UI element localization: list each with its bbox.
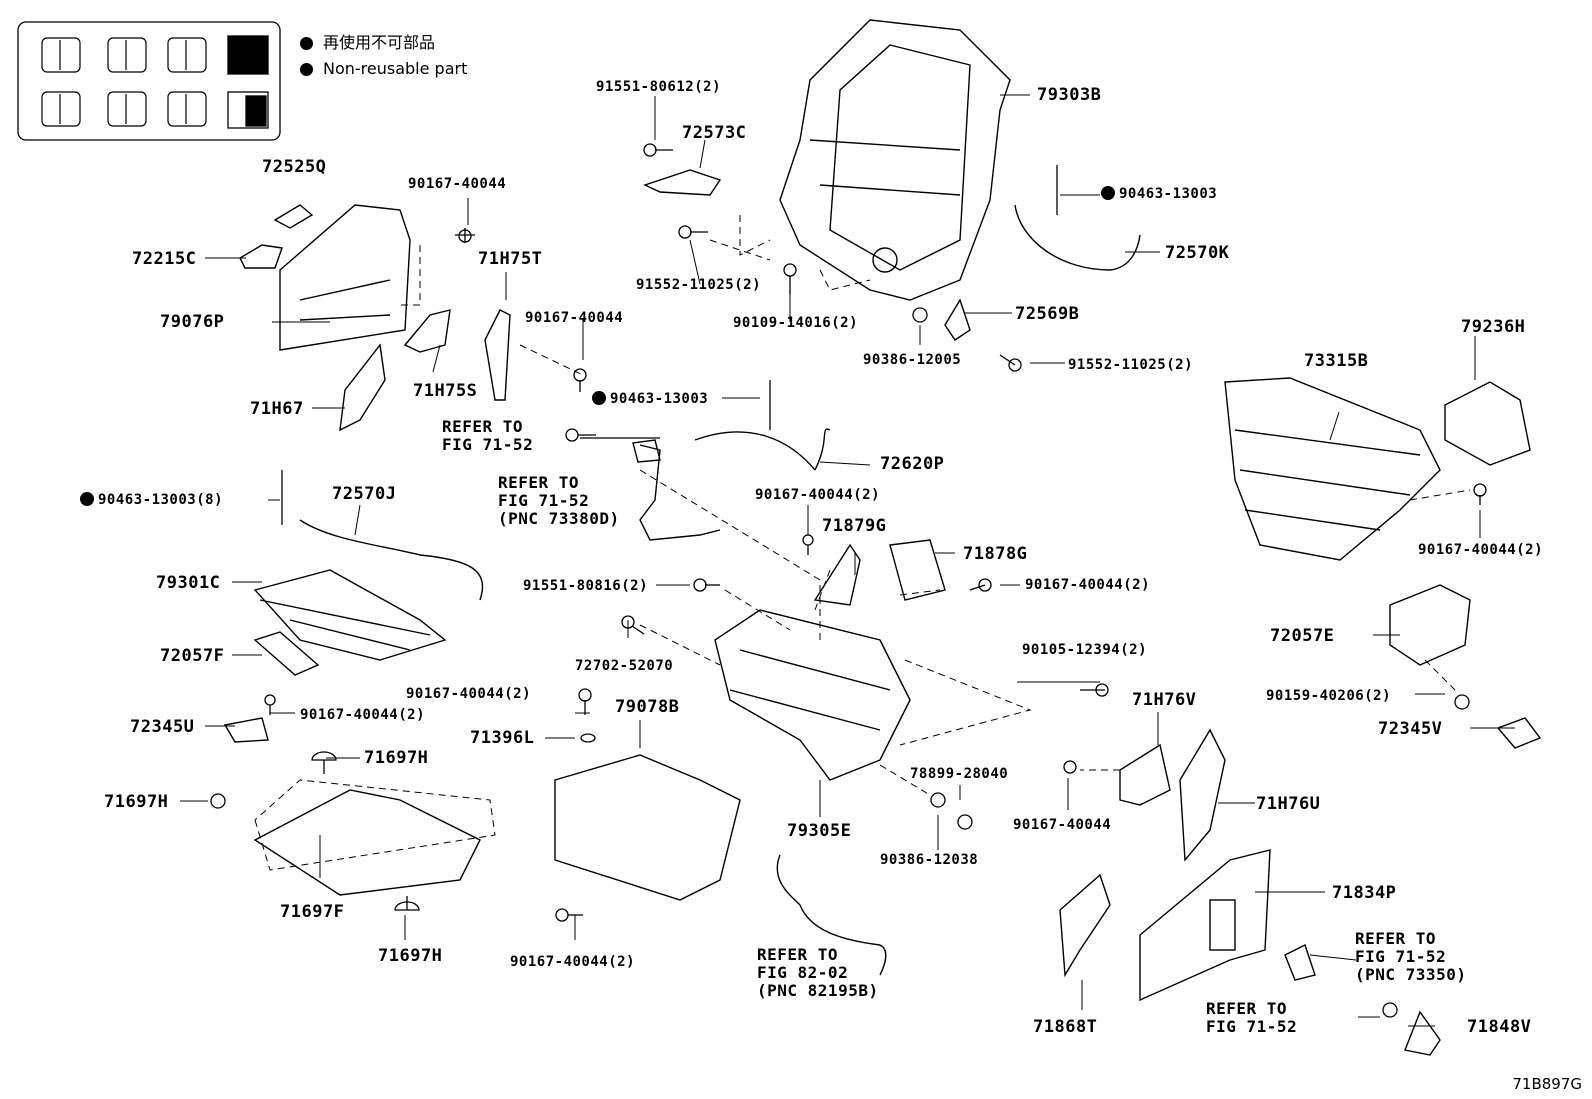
- legend: 再使用不可部品 Non-reusable part: [300, 30, 467, 82]
- non-reusable-dot-icon: [592, 391, 606, 405]
- reference-note[interactable]: REFER TO FIG 71-52 (PNC 73380D): [498, 473, 620, 528]
- part-label[interactable]: 72569B: [1015, 304, 1080, 324]
- non-reusable-dot-icon: [1101, 186, 1115, 200]
- fasteners: [210, 143, 1487, 1018]
- non-reusable-dot-icon: [300, 62, 313, 76]
- part-label[interactable]: 90105-12394(2): [1022, 642, 1148, 658]
- reference-note[interactable]: REFER TO FIG 82-02 (PNC 82195B): [757, 945, 879, 1000]
- part-label[interactable]: 72702-52070: [575, 658, 674, 674]
- part-number: 90463-13003: [610, 391, 709, 407]
- part-label[interactable]: 90159-40206(2): [1266, 688, 1392, 704]
- part-label[interactable]: 71697H: [378, 946, 443, 966]
- part-number: 90463-13003(8): [98, 492, 224, 508]
- part-label[interactable]: 71697H: [364, 748, 429, 768]
- part-label[interactable]: 72345V: [1378, 719, 1443, 739]
- part-label[interactable]: 79301C: [156, 573, 221, 593]
- part-label[interactable]: 90167-40044(2): [300, 707, 426, 723]
- part-label[interactable]: 71879G: [822, 516, 887, 536]
- part-label[interactable]: 79078B: [615, 697, 680, 717]
- part-label[interactable]: 72057F: [160, 646, 225, 666]
- legend-jp-text: 再使用不可部品: [323, 33, 436, 52]
- part-label[interactable]: 90167-40044(2): [406, 686, 532, 702]
- part-label-non-reusable[interactable]: 90463-13003(8): [80, 491, 223, 509]
- legend-en-text: Non-reusable part: [323, 59, 468, 78]
- legend-row-en: Non-reusable part: [300, 56, 467, 82]
- part-label[interactable]: 72525Q: [262, 157, 327, 177]
- part-label[interactable]: 78899-28040: [910, 766, 1009, 782]
- seat-layout-icon: [17, 21, 281, 141]
- part-label[interactable]: 71834P: [1332, 883, 1397, 903]
- part-label[interactable]: 71878G: [963, 544, 1028, 564]
- figure-code: 71B897G: [1512, 1075, 1582, 1093]
- part-label[interactable]: 72620P: [880, 454, 945, 474]
- part-label-non-reusable[interactable]: 90463-13003: [1101, 185, 1217, 203]
- part-label[interactable]: 71697H: [104, 792, 169, 812]
- part-label[interactable]: 71697F: [280, 902, 345, 922]
- leader-lines: [180, 94, 1515, 1027]
- part-label[interactable]: 91551-80816(2): [523, 578, 649, 594]
- part-label[interactable]: 79305E: [787, 821, 852, 841]
- part-label[interactable]: 72215C: [132, 249, 197, 269]
- reference-note[interactable]: REFER TO FIG 71-52: [442, 417, 534, 454]
- part-label[interactable]: 71H67: [250, 399, 304, 419]
- part-label[interactable]: 90167-40044(2): [1025, 577, 1151, 593]
- part-label[interactable]: 71H76U: [1256, 794, 1321, 814]
- part-label[interactable]: 72573C: [682, 123, 747, 143]
- part-label[interactable]: 73315B: [1304, 351, 1369, 371]
- non-reusable-dot-icon: [80, 492, 94, 506]
- part-label[interactable]: 90167-40044(2): [755, 487, 881, 503]
- part-label[interactable]: 71H75S: [413, 381, 478, 401]
- part-number: 90463-13003: [1119, 186, 1218, 202]
- part-label[interactable]: 72570K: [1165, 243, 1230, 263]
- part-label[interactable]: 79236H: [1461, 317, 1526, 337]
- part-label[interactable]: 91552-11025(2): [1068, 357, 1194, 373]
- legend-row-jp: 再使用不可部品: [300, 30, 467, 56]
- part-label[interactable]: 90167-40044: [408, 176, 507, 192]
- part-label[interactable]: 90386-12038: [880, 852, 979, 868]
- part-label[interactable]: 71396L: [470, 728, 535, 748]
- part-label[interactable]: 90109-14016(2): [733, 315, 859, 331]
- part-label[interactable]: 71868T: [1033, 1017, 1098, 1037]
- part-shapes: [223, 19, 1542, 1056]
- part-label[interactable]: 79303B: [1037, 85, 1102, 105]
- part-label[interactable]: 90167-40044: [1013, 817, 1112, 833]
- part-label[interactable]: 90167-40044(2): [510, 954, 636, 970]
- part-label[interactable]: 79076P: [160, 312, 225, 332]
- reference-note[interactable]: REFER TO FIG 71-52: [1206, 999, 1298, 1036]
- part-label[interactable]: 71H75T: [478, 249, 543, 269]
- part-label[interactable]: 72345U: [130, 717, 195, 737]
- part-label[interactable]: 90167-40044: [525, 310, 624, 326]
- part-label[interactable]: 91552-11025(2): [636, 277, 762, 293]
- reference-note[interactable]: REFER TO FIG 71-52 (PNC 73350): [1355, 929, 1467, 984]
- part-label-non-reusable[interactable]: 90463-13003: [592, 390, 708, 408]
- part-label[interactable]: 72570J: [332, 484, 397, 504]
- part-label[interactable]: 91551-80612(2): [596, 79, 722, 95]
- part-label[interactable]: 71848V: [1467, 1017, 1532, 1037]
- part-label[interactable]: 90167-40044(2): [1418, 542, 1544, 558]
- part-label[interactable]: 72057E: [1270, 626, 1335, 646]
- non-reusable-dot-icon: [300, 36, 313, 50]
- part-label[interactable]: 71H76V: [1132, 690, 1197, 710]
- part-label[interactable]: 90386-12005: [863, 352, 962, 368]
